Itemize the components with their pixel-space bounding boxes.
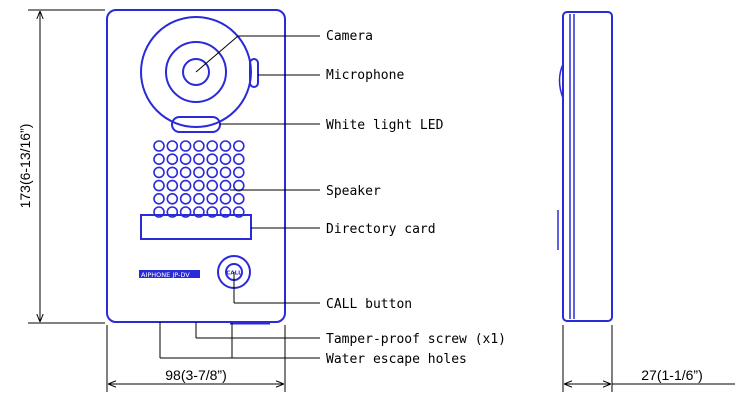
speaker-hole	[153, 179, 165, 192]
speaker-hole	[206, 206, 218, 218]
speaker-hole	[193, 166, 205, 179]
speaker-hole	[233, 193, 245, 205]
speaker-hole	[206, 140, 218, 152]
width-label: 98(3-7/8”)	[165, 367, 226, 383]
speaker-hole	[153, 166, 165, 179]
callout-speaker: Speaker	[326, 184, 381, 199]
directory-card	[140, 214, 252, 240]
speaker-hole	[219, 179, 232, 192]
speaker-hole	[219, 166, 232, 179]
speaker-hole	[233, 179, 245, 192]
height-dimension: 173(6-13/16”)	[17, 9, 105, 324]
speaker-hole	[219, 206, 232, 218]
brand-plate-text: AIPHONE JP-DV	[141, 271, 190, 279]
speaker-hole	[166, 166, 179, 179]
callout-white-led: White light LED	[326, 118, 444, 133]
speaker-hole	[166, 140, 179, 152]
speaker-hole	[166, 153, 179, 165]
speaker-grille	[153, 140, 245, 218]
speaker-hole	[179, 140, 192, 152]
speaker-hole	[166, 193, 179, 205]
speaker-hole	[153, 193, 165, 205]
speaker-hole	[153, 206, 165, 218]
speaker-hole	[179, 153, 192, 165]
speaker-hole	[193, 153, 205, 165]
callout-camera: Camera	[326, 29, 373, 44]
front-view: AIPHONE JP-DV CALL	[106, 9, 286, 325]
speaker-hole	[179, 179, 192, 192]
callout-water-holes: Water escape holes	[326, 352, 467, 367]
speaker-hole	[179, 206, 192, 218]
height-label: 173(6-13/16”)	[17, 124, 33, 209]
speaker-hole	[233, 206, 245, 218]
speaker-hole	[219, 153, 232, 165]
speaker-hole	[233, 153, 245, 165]
width-dimension: 98(3-7/8”)	[106, 325, 286, 392]
speaker-hole	[233, 140, 245, 152]
callout-tamper-screw: Tamper-proof screw (x1)	[326, 332, 506, 347]
speaker-hole	[206, 166, 218, 179]
callout-leaders	[159, 35, 320, 359]
speaker-hole	[219, 140, 232, 152]
side-body-outline	[562, 11, 613, 322]
side-view	[557, 11, 613, 322]
microphone-slot	[249, 58, 259, 88]
callout-directory-card: Directory card	[326, 222, 436, 237]
speaker-hole	[193, 193, 205, 205]
callout-microphone: Microphone	[326, 68, 404, 83]
callout-call-button: CALL button	[326, 297, 412, 312]
speaker-hole	[219, 193, 232, 205]
speaker-hole	[206, 179, 218, 192]
depth-label: 27(1-1/6”)	[641, 367, 702, 383]
speaker-hole	[153, 153, 165, 165]
speaker-hole	[193, 140, 205, 152]
speaker-hole	[179, 166, 192, 179]
speaker-hole	[193, 179, 205, 192]
depth-dimension: 27(1-1/6”)	[562, 325, 735, 392]
speaker-hole	[153, 140, 165, 152]
speaker-hole	[206, 153, 218, 165]
speaker-hole	[166, 206, 179, 218]
speaker-hole	[166, 179, 179, 192]
brand-plate: AIPHONE JP-DV	[139, 270, 200, 279]
speaker-hole	[233, 166, 245, 179]
speaker-hole	[206, 193, 218, 205]
speaker-hole	[179, 193, 192, 205]
speaker-hole	[193, 206, 205, 218]
